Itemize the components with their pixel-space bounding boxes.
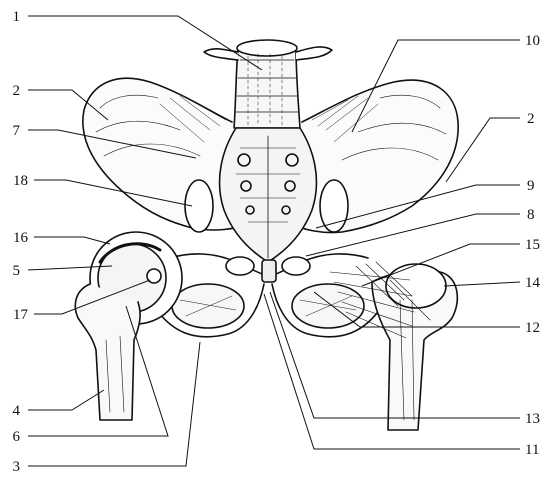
right-femur: [372, 264, 457, 430]
callout-11: 11: [525, 442, 539, 458]
callout-10: 10: [525, 33, 540, 49]
callout-5: 5: [13, 263, 21, 279]
callout-1: 1: [13, 9, 21, 25]
bone-illustration: [75, 40, 458, 430]
callout-4: 4: [13, 403, 21, 419]
callout-2-right: 2: [527, 111, 535, 127]
leader-16: [34, 237, 110, 244]
callout-7: 7: [13, 123, 21, 139]
callout-15: 15: [525, 237, 540, 253]
lumbar-vertebra: [204, 40, 332, 128]
callout-12: 12: [525, 320, 540, 336]
callout-16: 16: [13, 230, 29, 246]
callout-8: 8: [527, 207, 535, 223]
callout-13: 13: [525, 411, 540, 427]
callout-3: 3: [13, 459, 21, 475]
sacrum: [220, 128, 317, 262]
callout-14: 14: [525, 275, 541, 291]
left-femur: [75, 284, 140, 420]
callout-6: 6: [13, 429, 21, 445]
callout-18: 18: [13, 173, 28, 189]
leader-1: [28, 16, 262, 70]
leader-4: [28, 390, 104, 410]
callout-2-left: 2: [13, 83, 21, 99]
callout-17: 17: [13, 307, 29, 323]
callout-9: 9: [527, 178, 535, 194]
